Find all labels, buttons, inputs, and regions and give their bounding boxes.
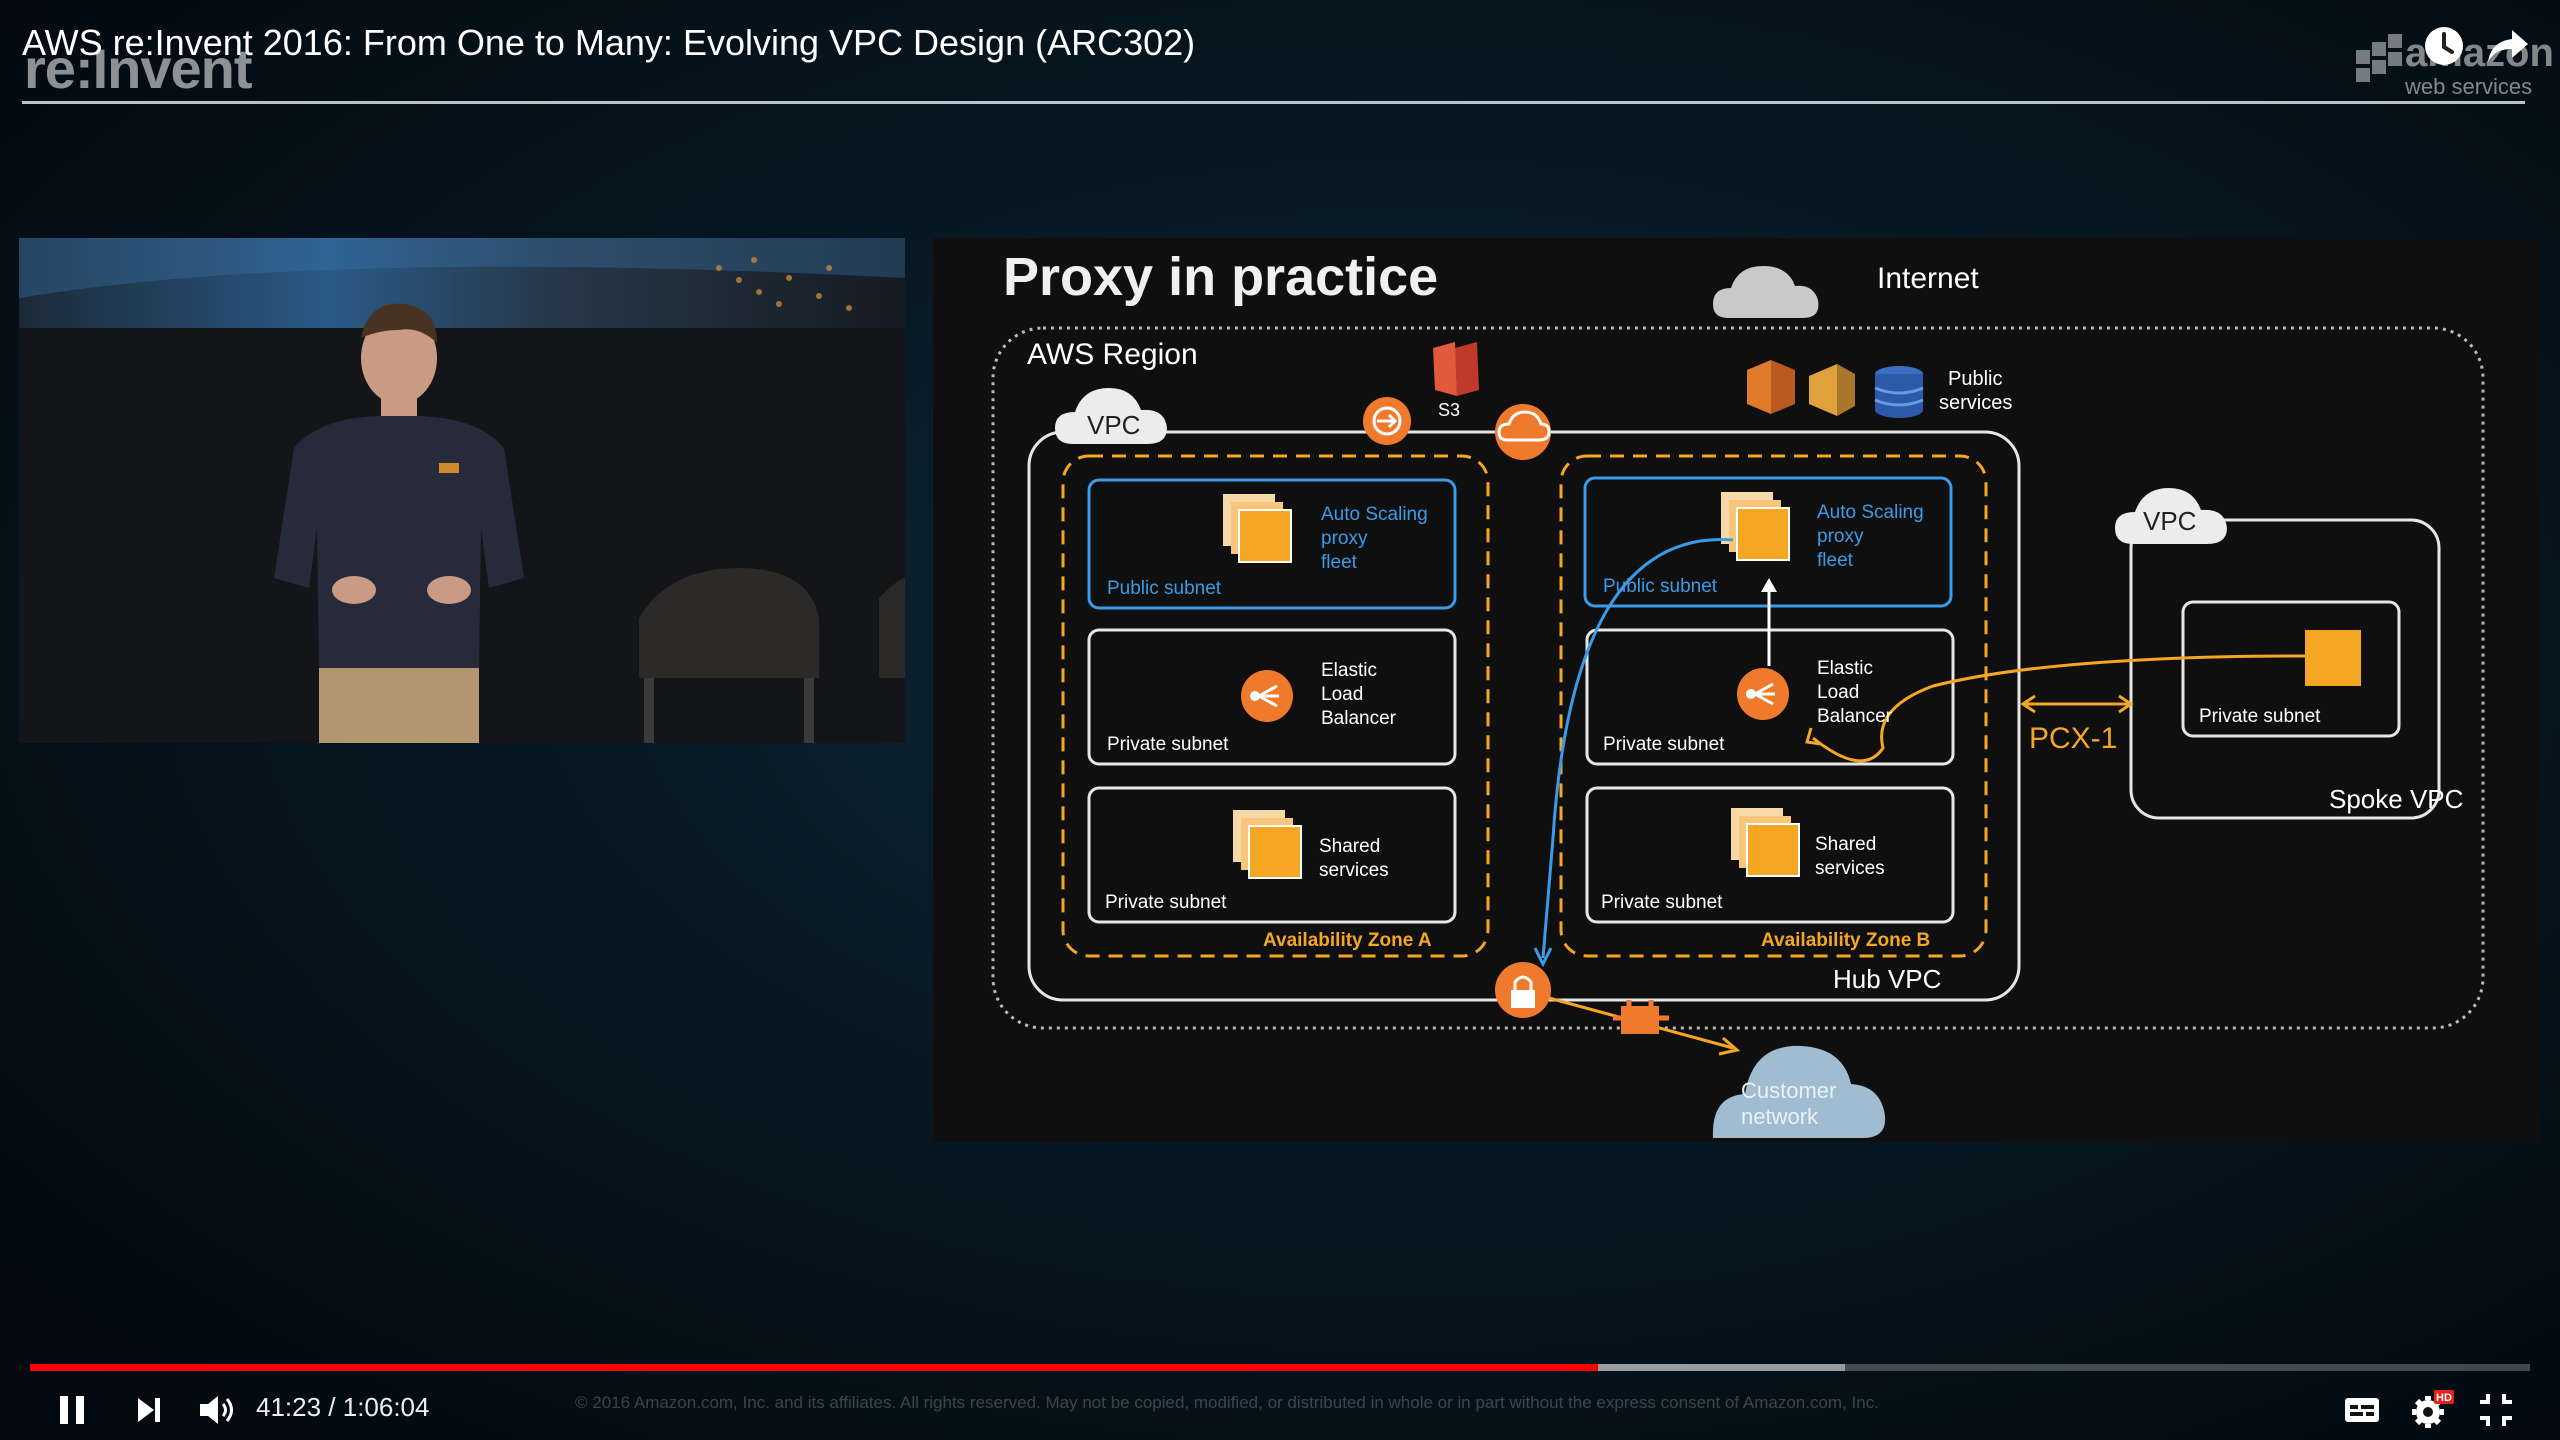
az-a-label: Availability Zone A	[1263, 930, 1432, 951]
az-b-shared-label-1: Shared	[1815, 834, 1877, 855]
customer-gateway-icon	[1613, 1000, 1669, 1034]
progress-bar[interactable]	[30, 1364, 2530, 1371]
public-service-1-icon	[1747, 360, 1795, 414]
availability-zone-a	[1061, 454, 1490, 958]
az-b-label: Availability Zone B	[1761, 930, 1931, 951]
customer-network-label-1: Customer	[1741, 1078, 1837, 1103]
aws-logo-subtext: web services	[2405, 74, 2533, 99]
az-b-public-subnet-label: Public subnet	[1603, 576, 1718, 597]
exit-fullscreen-icon[interactable]	[2470, 1384, 2522, 1436]
customer-network-cloud-icon	[1712, 1045, 1886, 1138]
copyright-notice: © 2016 Amazon.com, Inc. and its affiliat…	[575, 1393, 1879, 1412]
subtitles-icon[interactable]	[2336, 1384, 2388, 1436]
s3-label: S3	[1438, 400, 1461, 420]
internet-label: Internet	[1877, 262, 1979, 295]
az-a-asg-label-3: fleet	[1321, 552, 1357, 573]
dynamodb-icon	[1874, 366, 1924, 418]
next-icon[interactable]	[122, 1384, 174, 1436]
az-a-private-subnet-label-1: Private subnet	[1107, 734, 1229, 755]
pause-icon[interactable]	[46, 1384, 98, 1436]
spoke-to-elb-flow	[1812, 654, 2306, 763]
az-b-elb-icon	[1737, 668, 1789, 720]
az-b-elb-label-1: Elastic	[1817, 658, 1873, 679]
proxy-to-vpn-arrow	[1541, 538, 1734, 959]
presentation-slide: Proxy in practice Internet AWS Region S3…	[933, 238, 2540, 1142]
az-b-private-subnet-label-2: Private subnet	[1601, 892, 1723, 913]
public-services-label-2: services	[1939, 392, 2013, 414]
spoke-instance-icon	[2305, 630, 2361, 686]
az-a-asg-label-2: proxy	[1321, 528, 1368, 549]
reinvent-logo: re:Invent	[24, 37, 252, 100]
spoke-vpc-cloud-label: VPC	[2143, 506, 2197, 536]
az-b-private-subnet-shared	[1585, 786, 1955, 924]
vpn-gateway-lock-icon	[1495, 962, 1551, 1018]
az-a-public-subnet-label: Public subnet	[1107, 578, 1222, 599]
aws-cube-logo-icon	[2356, 34, 2402, 82]
az-b-asg-label-1: Auto Scaling	[1817, 502, 1924, 523]
az-b-private-subnet-label-1: Private subnet	[1603, 734, 1725, 755]
spoke-private-subnet-label: Private subnet	[2199, 706, 2321, 727]
time-display: 41:23 / 1:06:04	[256, 1392, 430, 1422]
az-a-shared-label-2: services	[1319, 860, 1389, 881]
vpc-endpoint-icon	[1363, 397, 1411, 445]
speaker-camera-view	[19, 238, 905, 743]
public-services-label-1: Public	[1948, 368, 2003, 390]
vpc-label: VPC	[1087, 410, 1141, 440]
az-a-asg-instances-icon	[1223, 494, 1292, 563]
az-b-asg-label-3: fleet	[1817, 550, 1853, 571]
settings-icon[interactable]: HD	[2404, 1384, 2456, 1436]
pcx-label: PCX-1	[2029, 722, 2118, 755]
volume-icon[interactable]	[190, 1384, 242, 1436]
spoke-vpc-boundary	[2129, 518, 2441, 820]
vpc-cloud-icon	[1055, 388, 1167, 444]
hub-vpc-label: Hub VPC	[1833, 964, 1942, 994]
aws-region-label: AWS Region	[1027, 338, 1198, 371]
internet-cloud-icon	[1713, 266, 1819, 318]
az-a-elb-label-3: Balancer	[1321, 708, 1396, 729]
spoke-vpc-cloud-icon	[2115, 488, 2227, 544]
watch-later-icon[interactable]	[2420, 22, 2468, 70]
az-a-private-subnet-label-2: Private subnet	[1105, 892, 1227, 913]
az-a-private-subnet-shared	[1087, 786, 1457, 924]
speaker-video-frame	[19, 238, 905, 743]
az-b-asg-instances-icon	[1721, 492, 1790, 561]
az-a-elb-label-1: Elastic	[1321, 660, 1377, 681]
az-b-shared-label-2: services	[1815, 858, 1885, 879]
az-a-private-subnet-elb	[1087, 628, 1457, 766]
spoke-private-subnet	[2181, 600, 2401, 738]
public-service-2-icon	[1809, 364, 1855, 416]
az-a-elb-label-2: Load	[1321, 684, 1364, 705]
share-icon[interactable]	[2484, 22, 2532, 70]
played-progress	[30, 1364, 1598, 1371]
az-a-public-subnet	[1087, 478, 1457, 610]
az-a-asg-label-1: Auto Scaling	[1321, 504, 1428, 525]
spoke-vpc-label: Spoke VPC	[2329, 784, 2464, 814]
s3-bucket-icon	[1433, 342, 1479, 396]
customer-network-label-2: network	[1741, 1104, 1819, 1129]
az-a-shared-instances-icon	[1233, 810, 1302, 879]
az-a-shared-label-1: Shared	[1319, 836, 1381, 857]
slide-title: Proxy in practice	[1003, 247, 1439, 307]
az-b-shared-instances-icon	[1731, 808, 1800, 877]
az-b-elb-label-2: Load	[1817, 682, 1860, 703]
az-b-elb-label-3: Balancer	[1817, 706, 1892, 727]
hd-badge: HD	[2436, 1392, 2452, 1404]
az-a-elb-icon	[1241, 670, 1293, 722]
az-b-asg-label-2: proxy	[1817, 526, 1864, 547]
aws-region-boundary	[991, 326, 2485, 1030]
internet-gateway-icon	[1495, 404, 1551, 460]
header-divider	[22, 101, 2525, 104]
availability-zone-b	[1559, 454, 1988, 958]
slide-diagram	[991, 266, 2485, 1138]
video-title[interactable]: AWS re:Invent 2016: From One to Many: Ev…	[22, 22, 1196, 63]
